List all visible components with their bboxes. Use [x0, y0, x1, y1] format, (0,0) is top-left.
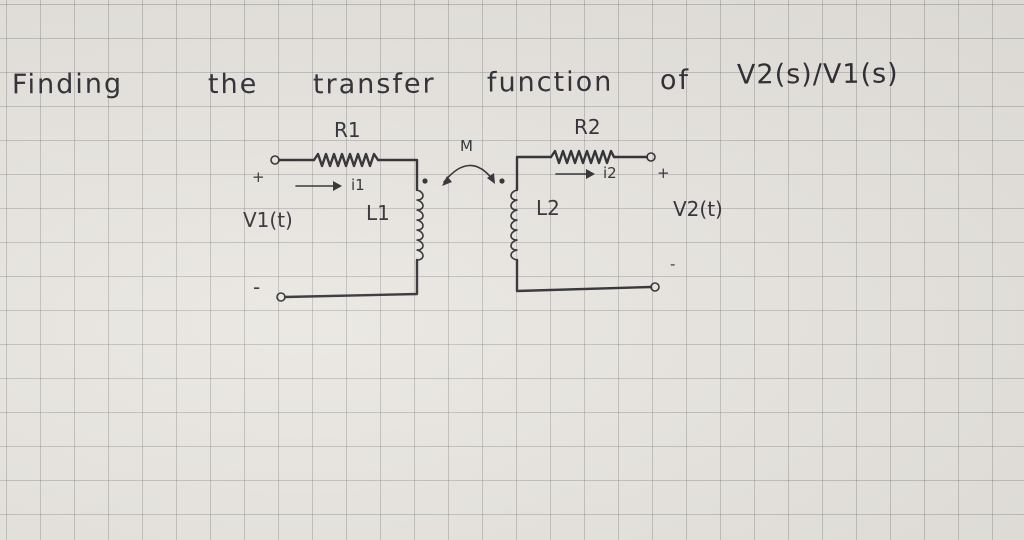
label-i2: i2 — [603, 164, 617, 182]
input-minus-sign: - — [253, 275, 261, 299]
label-l1: L1 — [366, 201, 390, 225]
secondary-wire-bottom — [515, 258, 653, 293]
label-m: M — [460, 137, 473, 155]
mutual-arrowhead-left — [442, 176, 452, 186]
label-r2: R2 — [574, 115, 601, 139]
current-i1-arrowhead — [333, 181, 342, 191]
inductor-l1 — [416, 189, 424, 261]
label-r1: R1 — [334, 118, 361, 142]
output-terminal-bottom — [650, 282, 660, 292]
label-i1: i1 — [351, 176, 365, 194]
input-plus-sign: + — [252, 168, 265, 186]
primary-wire-bottom — [283, 258, 419, 299]
label-v2: V2(t) — [673, 197, 723, 221]
output-plus-sign: + — [657, 164, 670, 182]
current-i2-arrowhead — [586, 169, 595, 179]
inductor-l2 — [510, 189, 518, 261]
mutual-inductance-arc — [443, 164, 494, 183]
label-v1: V1(t) — [243, 208, 293, 232]
output-minus-sign: - — [670, 255, 676, 273]
output-terminal-top — [646, 152, 656, 162]
label-l2: L2 — [536, 196, 560, 220]
secondary-wire-top-left — [515, 155, 553, 192]
mutual-arrowhead-right — [487, 173, 495, 184]
resistor-r2 — [549, 149, 616, 165]
resistor-r1 — [312, 152, 380, 168]
primary-wire-top-right — [376, 158, 419, 192]
polarity-dot-l2 — [499, 178, 505, 184]
polarity-dot-l1 — [422, 178, 428, 184]
